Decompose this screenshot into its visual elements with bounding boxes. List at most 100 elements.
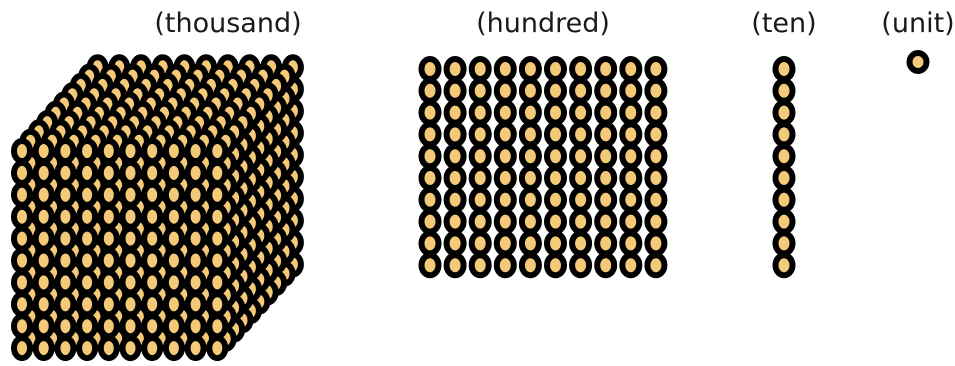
hundred-bead <box>597 168 614 188</box>
hundred-bead <box>422 255 439 275</box>
hundred-bead <box>647 124 664 144</box>
hundred-bead <box>497 146 514 166</box>
hundred-bead <box>547 212 564 232</box>
hundred-bead <box>647 103 664 123</box>
cube-bead <box>123 141 139 161</box>
cube-bead <box>57 338 73 358</box>
cube-bead <box>209 229 225 249</box>
hundred-bead <box>597 233 614 253</box>
ten-bead <box>776 255 793 275</box>
hundred-bead <box>572 190 589 210</box>
hundred-bead <box>622 233 639 253</box>
ten-bead <box>776 233 793 253</box>
hundred-bead <box>597 255 614 275</box>
hundred-bead <box>447 168 464 188</box>
cube-bead <box>36 316 52 336</box>
cube-bead <box>123 229 139 249</box>
cube-bead <box>123 207 139 227</box>
hundred-bead <box>572 124 589 144</box>
hundred-bead <box>497 124 514 144</box>
hundred-bead <box>447 59 464 79</box>
cube-bead <box>188 185 204 205</box>
cube-bead <box>209 294 225 314</box>
cube-bead <box>101 272 117 292</box>
hundred-bead <box>547 190 564 210</box>
hundred-bead <box>522 103 539 123</box>
hundred-bead <box>622 146 639 166</box>
hundred-bead <box>547 255 564 275</box>
hundred-bead <box>472 103 489 123</box>
cube-bead <box>144 272 160 292</box>
cube-bead <box>36 207 52 227</box>
cube-bead <box>57 316 73 336</box>
hundred-bead <box>522 168 539 188</box>
ten-bead <box>776 190 793 210</box>
hundred-bead <box>547 146 564 166</box>
cube-bead <box>101 338 117 358</box>
cube-bead <box>79 229 95 249</box>
cube-bead <box>209 316 225 336</box>
hundred-bead <box>422 168 439 188</box>
cube-bead <box>57 185 73 205</box>
hundred-bead <box>522 81 539 101</box>
hundred-bead <box>422 124 439 144</box>
hundred-bead <box>647 168 664 188</box>
cube-bead <box>209 141 225 161</box>
cube-bead <box>57 251 73 271</box>
hundred-bead <box>497 81 514 101</box>
cube-bead <box>36 294 52 314</box>
cube-bead <box>79 141 95 161</box>
hundred-square <box>422 59 665 275</box>
hundred-bead <box>572 255 589 275</box>
cube-bead <box>188 163 204 183</box>
cube-bead <box>188 316 204 336</box>
cube-bead <box>14 207 30 227</box>
cube-bead <box>36 229 52 249</box>
hundred-bead <box>572 59 589 79</box>
hundred-bead <box>422 190 439 210</box>
hundred-bead <box>647 233 664 253</box>
hundred-bead <box>472 255 489 275</box>
hundred-bead <box>572 168 589 188</box>
hundred-bead <box>547 168 564 188</box>
cube-bead <box>36 185 52 205</box>
cube-bead <box>188 229 204 249</box>
hundred-bead <box>647 255 664 275</box>
hundred-bead <box>422 81 439 101</box>
cube-bead <box>144 251 160 271</box>
cube-bead <box>144 185 160 205</box>
hundred-bead <box>647 212 664 232</box>
cube-bead <box>209 338 225 358</box>
hundred-bead <box>547 124 564 144</box>
hundred-bead <box>497 59 514 79</box>
ten-bead <box>776 59 793 79</box>
cube-bead <box>14 272 30 292</box>
hundred-bead <box>472 81 489 101</box>
hundred-bead <box>522 190 539 210</box>
cube-bead <box>14 338 30 358</box>
hundred-bead <box>497 255 514 275</box>
cube-bead <box>166 272 182 292</box>
ten-bead <box>776 81 793 101</box>
cube-bead <box>144 141 160 161</box>
cube-bead <box>79 316 95 336</box>
cube-bead <box>101 185 117 205</box>
hundred-bead <box>422 212 439 232</box>
ten-bead <box>776 168 793 188</box>
cube-bead <box>188 294 204 314</box>
hundred-bead <box>422 146 439 166</box>
hundred-bead <box>497 168 514 188</box>
cube-bead <box>36 251 52 271</box>
cube-bead <box>166 294 182 314</box>
hundred-bead <box>497 233 514 253</box>
cube-bead <box>79 294 95 314</box>
hundred-bead <box>572 103 589 123</box>
cube-bead <box>166 338 182 358</box>
hundred-bead <box>547 59 564 79</box>
thousand-cube <box>14 57 301 358</box>
hundred-bead <box>647 81 664 101</box>
hundred-bead <box>522 124 539 144</box>
cube-bead <box>14 185 30 205</box>
hundred-bead <box>622 81 639 101</box>
